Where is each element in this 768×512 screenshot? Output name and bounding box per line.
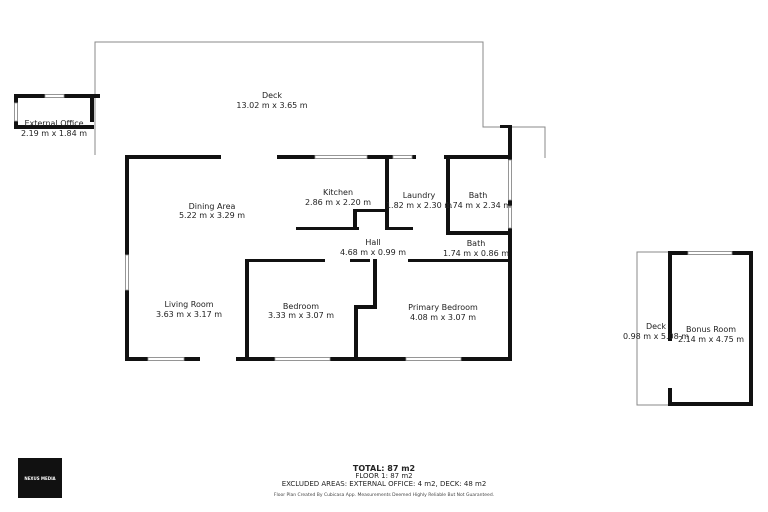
bonus-room-walls xyxy=(668,251,753,406)
dining-dims: 5.22 m x 3.29 m xyxy=(179,211,245,220)
side-deck-dims: 0.98 m x 5.08 m xyxy=(623,332,689,341)
bath1-label: Bath xyxy=(469,191,488,200)
deck-outline xyxy=(94,41,546,158)
deck-dims: 13.02 m x 3.65 m xyxy=(236,101,307,110)
nexus-media-logo: NEXUS MEDIA xyxy=(18,458,62,498)
primary-bedroom-dims: 4.08 m x 3.07 m xyxy=(410,313,476,322)
living-label: Living Room xyxy=(164,300,213,309)
bonus-room-dims: 2.14 m x 4.75 m xyxy=(678,335,744,344)
excluded-areas: EXCLUDED AREAS: EXTERNAL OFFICE: 4 m2, D… xyxy=(281,480,487,488)
bath2-label: Bath xyxy=(467,239,486,248)
primary-bedroom-label: Primary Bedroom xyxy=(408,303,478,312)
living-dims: 3.63 m x 3.17 m xyxy=(156,310,222,319)
external-office-walls xyxy=(14,94,100,129)
kitchen-dims: 2.86 m x 2.20 m xyxy=(305,198,371,207)
kitchen-label: Kitchen xyxy=(323,188,353,197)
side-deck-outline xyxy=(636,251,670,406)
bath1-dims: 1.74 m x 2.34 m xyxy=(445,201,511,210)
deck-label: Deck xyxy=(262,91,282,100)
external-office-label: External Office xyxy=(24,119,83,128)
side-deck-label: Deck xyxy=(646,322,666,331)
hall-label: Hall xyxy=(365,238,380,247)
laundry-label: Laundry xyxy=(403,191,436,200)
total-area: TOTAL: 87 m2 xyxy=(352,464,416,473)
floor1-area: FLOOR 1: 87 m2 xyxy=(355,472,413,480)
dining-label: Dining Area xyxy=(189,202,236,211)
disclaimer: Floor Plan Created By Cubicasa App. Meas… xyxy=(273,493,495,498)
bedroom-label: Bedroom xyxy=(283,302,319,311)
bath2-dims: 1.74 m x 0.86 m xyxy=(443,249,509,258)
bedroom-dims: 3.33 m x 3.07 m xyxy=(268,311,334,320)
external-office-dims: 2.19 m x 1.84 m xyxy=(21,129,87,138)
bonus-room-label: Bonus Room xyxy=(686,325,736,334)
house-walls xyxy=(125,125,512,361)
hall-dims: 4.68 m x 0.99 m xyxy=(340,248,406,257)
laundry-dims: 1.82 m x 2.30 m xyxy=(386,201,452,210)
